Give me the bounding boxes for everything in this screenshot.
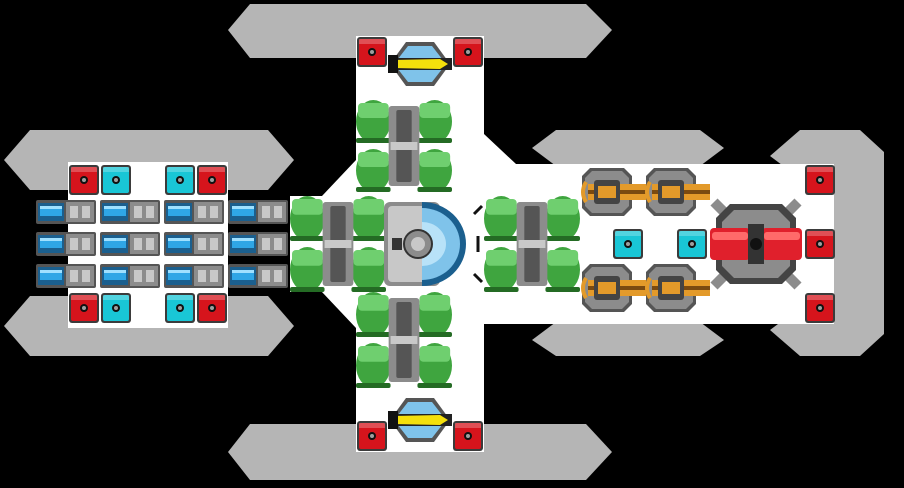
thruster-icon[interactable] [290, 196, 386, 292]
battery-cell-icon[interactable] [100, 264, 160, 288]
battery-cell-icon[interactable] [228, 200, 288, 224]
red-power-node-icon[interactable] [453, 421, 483, 451]
battery-cell-icon[interactable] [164, 264, 224, 288]
battery-cell-icon[interactable] [228, 232, 288, 256]
battery-cell-icon[interactable] [164, 232, 224, 256]
parts-layer [36, 37, 835, 451]
red-power-node-icon[interactable] [805, 293, 835, 323]
drone-launcher-icon[interactable] [388, 42, 452, 86]
cockpit-dome-icon[interactable] [384, 202, 484, 286]
cannon-icon[interactable] [581, 264, 646, 312]
cyan-power-node-icon[interactable] [101, 293, 131, 323]
red-power-node-icon[interactable] [805, 165, 835, 195]
cyan-power-node-icon[interactable] [677, 229, 707, 259]
thruster-icon[interactable] [356, 100, 452, 192]
hull-right-lower [532, 322, 724, 356]
red-power-node-icon[interactable] [805, 229, 835, 259]
floor-bevel-tl [322, 160, 356, 196]
battery-cell-icon[interactable] [36, 232, 96, 256]
thruster-icon[interactable] [484, 196, 580, 292]
battery-cell-icon[interactable] [164, 200, 224, 224]
hull-right-upper [532, 130, 724, 166]
battery-cell-icon[interactable] [36, 264, 96, 288]
drone-launcher-icon[interactable] [388, 398, 452, 442]
red-power-node-icon[interactable] [197, 165, 227, 195]
red-power-node-icon[interactable] [357, 37, 387, 67]
cyan-power-node-icon[interactable] [165, 293, 195, 323]
red-power-node-icon[interactable] [357, 421, 387, 451]
thruster-icon[interactable] [356, 292, 452, 388]
hull-top-plate [228, 4, 612, 58]
floor-bevel-tr [484, 134, 516, 164]
battery-cell-icon[interactable] [36, 200, 96, 224]
battery-cell-icon[interactable] [100, 232, 160, 256]
cyan-power-node-icon[interactable] [101, 165, 131, 195]
floor-bevel-bl [322, 292, 356, 328]
cannon-icon[interactable] [581, 168, 646, 216]
cyan-power-node-icon[interactable] [613, 229, 643, 259]
battery-cell-icon[interactable] [100, 200, 160, 224]
red-power-node-icon[interactable] [69, 293, 99, 323]
red-power-node-icon[interactable] [197, 293, 227, 323]
cannon-icon[interactable] [645, 264, 710, 312]
cannon-icon[interactable] [645, 168, 710, 216]
reactor-core-icon[interactable] [710, 198, 802, 290]
red-power-node-icon[interactable] [69, 165, 99, 195]
battery-cell-icon[interactable] [228, 264, 288, 288]
cyan-power-node-icon[interactable] [165, 165, 195, 195]
red-power-node-icon[interactable] [453, 37, 483, 67]
